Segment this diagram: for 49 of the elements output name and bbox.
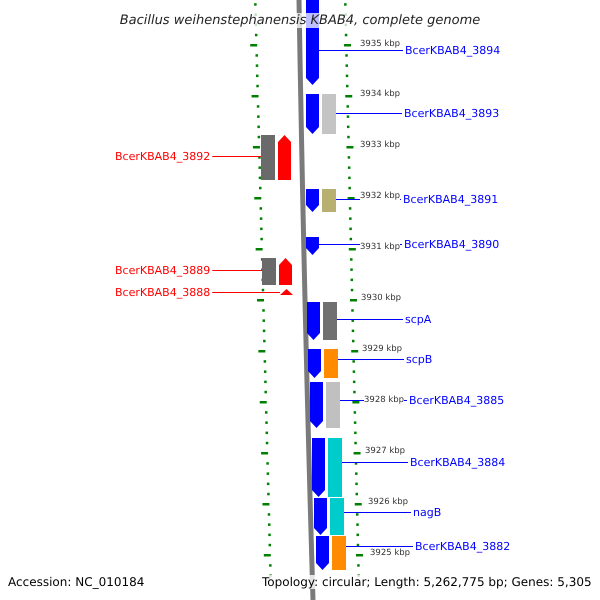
footer-text: Accession: NC_010184 [8, 575, 144, 589]
gene-label: BcerKBAB4_3882 [415, 540, 510, 553]
scale-label: 3926 kbp [368, 497, 408, 507]
scale-label: 3932 kbp [360, 191, 400, 201]
leader-line [336, 319, 404, 320]
gene-drawing [314, 498, 344, 535]
leader-line [318, 50, 404, 51]
gene-label: BcerKBAB4_3888 [115, 286, 210, 299]
gene-drawing [316, 536, 346, 570]
scale-label: 3930 kbp [361, 293, 402, 303]
scale-label: 3928 kbp [364, 395, 404, 405]
gene-drawing [306, 189, 336, 212]
leader-line [344, 512, 412, 513]
gene-drawing [312, 438, 342, 497]
gene-drawing [280, 289, 293, 295]
gene-label: BcerKBAB4_3894 [405, 44, 500, 57]
scale-label: 3935 kbp [360, 39, 400, 49]
scale-label: 3933 kbp [360, 140, 400, 150]
scale-label: 3934 kbp [360, 89, 400, 99]
gene-label: nagB [413, 506, 442, 519]
leader-line [342, 462, 408, 463]
leader-line [338, 359, 404, 360]
leader-line [346, 546, 414, 547]
gene-drawing [308, 349, 338, 378]
gene-drawing [306, 94, 336, 134]
scale-label: 3929 kbp [362, 344, 402, 354]
gene-drawing [310, 382, 340, 428]
gene-drawing [307, 302, 337, 340]
gene-label: scpA [405, 313, 432, 326]
leader-line [212, 156, 262, 157]
gene-drawing [306, 237, 319, 255]
gene-label: BcerKBAB4_3892 [115, 150, 210, 163]
gene-label: BcerKBAB4_3891 [403, 193, 498, 206]
gene-label: BcerKBAB4_3889 [115, 264, 210, 277]
gene-drawing [261, 135, 291, 180]
leader-line [336, 113, 402, 114]
scale-label: 3927 kbp [365, 446, 406, 456]
scale-label: 3925 kbp [370, 548, 410, 558]
gene-label: BcerKBAB4_3890 [404, 238, 500, 251]
gene-label: BcerKBAB4_3893 [404, 107, 500, 120]
gene-label: BcerKBAB4_3885 [409, 394, 504, 407]
title: Bacillus weihenstephanensis KBAB4, complete genome [120, 13, 480, 28]
gene-label: BcerKBAB4_3884 [410, 456, 506, 469]
leader-line [212, 270, 262, 271]
gene-drawing [262, 258, 292, 285]
footer-text: Topology: circular; Length: 5,262,775 bp; Genes: 5,305 [262, 575, 592, 589]
gene-label: scpB [406, 353, 432, 366]
scale-label: 3931 kbp [360, 242, 400, 252]
leader-line [212, 292, 280, 293]
